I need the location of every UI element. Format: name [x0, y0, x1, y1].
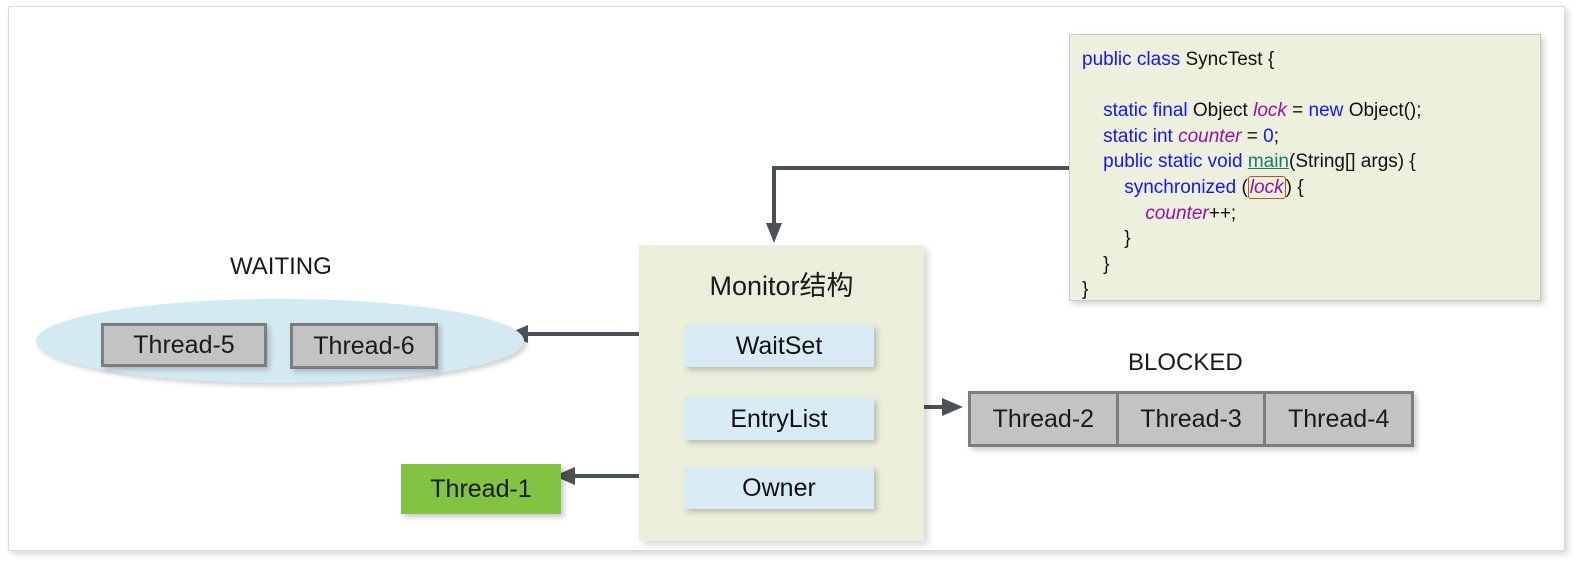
monitor-title: Monitor结构: [709, 271, 854, 301]
code-token: }: [1082, 253, 1110, 275]
thread-box-thread-4[interactable]: Thread-4: [1263, 391, 1415, 447]
code-line: }: [1082, 277, 1540, 303]
code-token: ) {: [1285, 176, 1304, 198]
monitor-waitset-box[interactable]: WaitSet: [684, 325, 874, 367]
code-line: }: [1082, 252, 1540, 278]
thread-box-thread-5[interactable]: Thread-5: [101, 323, 267, 367]
code-token: counter: [1145, 202, 1209, 224]
code-token: =: [1286, 100, 1309, 122]
code-token: counter: [1178, 125, 1242, 147]
thread-box-thread-3[interactable]: Thread-3: [1115, 391, 1267, 447]
code-token: Object: [1192, 100, 1254, 122]
monitor-owner-box[interactable]: Owner: [684, 467, 874, 509]
blocked-queue: Thread-2 Thread-3 Thread-4: [968, 391, 1415, 447]
code-lock-highlight: lock: [1247, 175, 1286, 199]
code-token: Object();: [1348, 100, 1422, 122]
code-line: public class SyncTest {: [1082, 47, 1540, 73]
code-token: static final: [1103, 100, 1193, 122]
code-line: }: [1082, 226, 1540, 252]
code-token: (String[] args) {: [1289, 151, 1416, 173]
thread-box-thread-1[interactable]: Thread-1: [401, 464, 561, 514]
code-token: [1082, 151, 1103, 172]
code-token: ;: [1273, 125, 1279, 147]
code-token: main: [1247, 151, 1289, 173]
code-token: }: [1082, 279, 1089, 301]
code-token: [1082, 203, 1145, 224]
monitor-entrylist-box[interactable]: EntryList: [684, 398, 874, 440]
code-token: new: [1308, 100, 1349, 122]
code-line: synchronized (lock) {: [1082, 175, 1540, 201]
thread-box-thread-2[interactable]: Thread-2: [968, 391, 1119, 447]
code-token: synchronized: [1124, 176, 1242, 198]
code-token: ++;: [1208, 202, 1237, 224]
code-token: SyncTest {: [1185, 49, 1275, 70]
blocked-state-label: BLOCKED: [1128, 349, 1243, 376]
code-token: [1082, 126, 1103, 147]
code-token: public class: [1082, 49, 1186, 70]
code-token: public static void: [1103, 151, 1248, 173]
waiting-state-label: WAITING: [230, 253, 332, 280]
diagram-frame: WAITING Thread-5 Thread-6 BLOCKED Thread…: [8, 6, 1565, 551]
code-line: [1082, 73, 1540, 99]
code-line: static final Object lock = new Object();: [1082, 98, 1540, 124]
code-token: [1082, 100, 1103, 121]
code-token: (: [1241, 176, 1248, 198]
code-token: =: [1241, 125, 1264, 147]
code-token: 0: [1263, 125, 1274, 147]
code-token: static int: [1103, 125, 1179, 147]
code-token: [1082, 177, 1124, 198]
code-line: static int counter = 0;: [1082, 124, 1540, 150]
code-line: counter++;: [1082, 201, 1540, 227]
code-token: }: [1082, 228, 1131, 250]
code-token: lock: [1253, 100, 1287, 122]
thread-box-thread-6[interactable]: Thread-6: [290, 323, 438, 369]
monitor-structure-panel: Monitor结构 WaitSet EntryList Owner: [639, 245, 924, 541]
code-snippet-panel: public class SyncTest { static final Obj…: [1069, 34, 1541, 301]
code-line: public static void main(String[] args) {: [1082, 149, 1540, 175]
